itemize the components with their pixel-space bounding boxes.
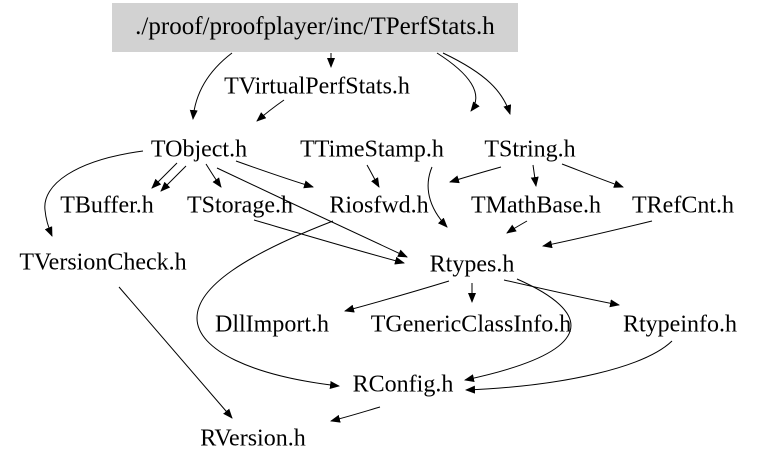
node-tobject[interactable]: TObject.h	[150, 136, 248, 163]
edge-tstring-trefcnt	[561, 163, 624, 188]
edge-tobject-rtypes	[216, 167, 408, 258]
edge-ttimestamp-rtypes	[427, 166, 448, 228]
edge-tperfstats-ttimestamp	[436, 52, 480, 112]
edge-tobject-tstorage	[205, 163, 222, 188]
node-ttimestamp[interactable]: TTimeStamp.h	[300, 136, 444, 163]
edge-ttimestamp-riosfwd	[366, 164, 380, 188]
edge-rtypes-dllimport	[344, 280, 450, 313]
edge-tobject-tversioncheck	[44, 150, 144, 237]
node-rconfig[interactable]: RConfig.h	[352, 371, 454, 398]
edge-tperfstats-tstring	[442, 52, 512, 115]
node-tversioncheck[interactable]: TVersionCheck.h	[19, 249, 187, 276]
edge-rtypes-rtypeinfo	[503, 279, 620, 308]
node-tstring[interactable]: TString.h	[484, 136, 576, 163]
edge-tobject-tbuffer	[151, 162, 178, 189]
edge-tstring-tmathbase	[530, 164, 539, 187]
edge-rtypes-rconfig	[464, 278, 572, 383]
edge-tversioncheck-rversion	[118, 286, 233, 419]
edge-tstorage-rtypes	[253, 219, 405, 265]
edge-tstring-riosfwd	[449, 166, 502, 184]
node-tperfstats[interactable]: ./proof/proofplayer/inc/TPerfStats.h	[112, 3, 518, 52]
node-dllimport[interactable]: DllImport.h	[215, 311, 329, 338]
edge-rtypeinfo-rconfig	[465, 340, 673, 394]
node-tvirtualperfstats[interactable]: TVirtualPerfStats.h	[224, 73, 410, 100]
node-tstorage[interactable]: TStorage.h	[187, 192, 293, 219]
edge-tobject-tbuffer-2	[160, 165, 187, 192]
node-tbuffer[interactable]: TBuffer.h	[60, 192, 154, 219]
edge-tvirtualperfstats-tobject	[256, 99, 285, 122]
edge-tperfstats-tobject	[189, 52, 233, 120]
edge-riosfwd-rconfig	[196, 220, 340, 389]
node-trefcnt[interactable]: TRefCnt.h	[632, 192, 734, 219]
node-tmathbase[interactable]: TMathBase.h	[471, 192, 601, 219]
node-rversion[interactable]: RVersion.h	[200, 425, 306, 452]
edge-trefcnt-rtypes	[542, 220, 653, 249]
edge-rconfig-rversion	[330, 406, 381, 423]
edge-tobject-riosfwd	[235, 160, 314, 189]
node-rtypeinfo[interactable]: Rtypeinfo.h	[623, 311, 737, 338]
node-rtypes[interactable]: Rtypes.h	[429, 251, 515, 278]
node-riosfwd[interactable]: Riosfwd.h	[329, 192, 429, 219]
node-tgenericclassinfo[interactable]: TGenericClassInfo.h	[370, 311, 572, 338]
edge-tmathbase-rtypes	[506, 220, 528, 234]
